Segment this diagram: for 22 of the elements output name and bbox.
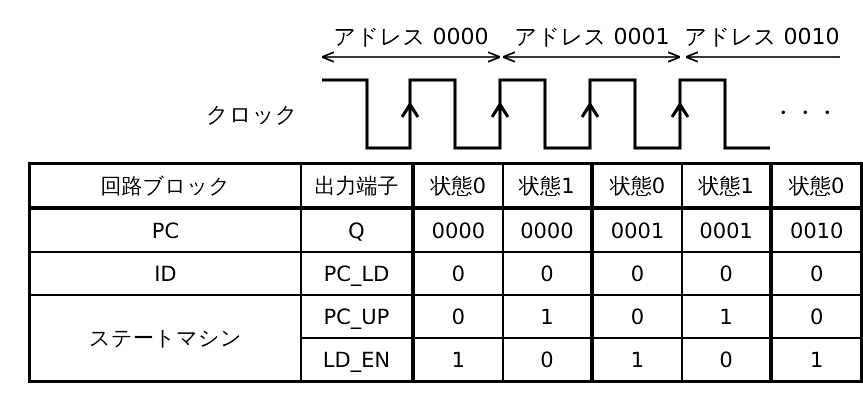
table-cell: 0 xyxy=(771,295,862,338)
table-cell: 0 xyxy=(413,252,503,295)
table-cell: 0010 xyxy=(771,208,862,252)
table-cell: 0 xyxy=(592,295,682,338)
table-cell: 0 xyxy=(771,252,862,295)
ellipsis: ・・・ xyxy=(772,100,838,128)
address-label: アドレス 0000 xyxy=(334,24,488,52)
address-label: アドレス 0001 xyxy=(514,24,670,52)
address-label: アドレス 0010 xyxy=(684,24,840,52)
table-cell: PC xyxy=(30,208,301,252)
table-cell: 0000 xyxy=(413,208,503,252)
header-cell: 状態0 xyxy=(413,164,503,208)
table-cell: 1 xyxy=(592,338,682,382)
table-cell: 1 xyxy=(413,338,503,382)
table-cell: 0 xyxy=(592,252,682,295)
signal-label: クロック xyxy=(206,102,298,130)
table-cell: 0001 xyxy=(592,208,682,252)
header-cell: 回路ブロック xyxy=(30,164,301,208)
table-cell: ID xyxy=(30,252,301,295)
header-cell: 状態0 xyxy=(592,164,682,208)
header-cell: 状態0 xyxy=(771,164,862,208)
table-cell: 0 xyxy=(413,295,503,338)
